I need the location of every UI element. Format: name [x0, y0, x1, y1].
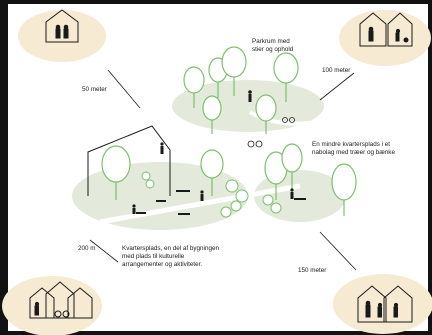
- halo-bottom-left: [2, 276, 102, 335]
- small-square-label-line-2: nabolag med træer og bænke: [312, 149, 395, 156]
- halo-bottom-right: [333, 274, 432, 334]
- tree-icon: [281, 143, 303, 190]
- park-label-line-1: Parkrum med: [252, 38, 290, 45]
- person-icon: [248, 90, 252, 102]
- trees: [101, 46, 357, 216]
- distance-top-right: 100 meter: [322, 67, 350, 74]
- person-icon: [132, 204, 136, 214]
- house-family-icon: [359, 12, 413, 47]
- distance-bottom-right: 150 meter: [298, 267, 326, 274]
- quarter-square-label-line-1: Kvartersplads, en del af bygningen: [122, 245, 219, 252]
- distance-top-left: 50 meter: [82, 86, 107, 93]
- small-square-label-line-1: En mindre kvartersplads i et: [312, 141, 390, 148]
- path-park: [248, 110, 331, 126]
- person-icon: [290, 188, 294, 199]
- person-icon: [160, 142, 164, 154]
- halo-top-left: [18, 10, 106, 62]
- tree-icon: [183, 66, 205, 108]
- house-family-icon: [29, 281, 93, 319]
- quarter-square-label-line-3: arrangementer og aktiviteter.: [122, 261, 202, 268]
- tree-icon: [221, 46, 247, 96]
- house-family-icon: [357, 285, 413, 323]
- path-main: [99, 183, 301, 225]
- tree-icon: [202, 95, 222, 134]
- bench-icon: [136, 190, 306, 215]
- people: [132, 90, 294, 214]
- bushes: [141, 171, 282, 218]
- tree-icon: [101, 145, 131, 200]
- tree-icon: [255, 94, 277, 134]
- bicycle-icon: [247, 140, 263, 148]
- distance-lines: [89, 69, 357, 271]
- building-icon: [87, 125, 171, 196]
- tree-icon: [200, 149, 224, 196]
- tree-icon: [331, 163, 357, 216]
- bicycle-icon: [282, 117, 295, 123]
- distance-bottom-left: 200 m: [78, 245, 96, 252]
- person-icon: [200, 190, 204, 201]
- halo-top-right: [339, 10, 431, 66]
- park-label-line-2: stier og ophold: [252, 46, 294, 53]
- house-family-icon: [45, 9, 79, 43]
- quarter-square-label-line-2: med plads til kulturelle: [122, 253, 185, 260]
- tree-icon: [273, 52, 299, 102]
